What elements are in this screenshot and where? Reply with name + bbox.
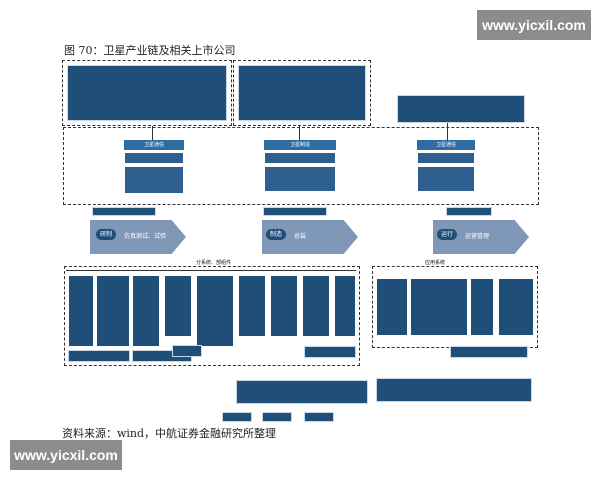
block-cell <box>124 166 184 194</box>
company-row <box>172 345 202 357</box>
stage-text-manufacture: 总装 <box>294 233 307 240</box>
company-row <box>450 346 528 358</box>
top-left-company-table <box>67 65 227 121</box>
top-middle-company-table <box>238 65 366 121</box>
stage-text-operation: 运营管理 <box>465 233 490 240</box>
connector-line <box>152 126 153 140</box>
application-column <box>498 278 534 336</box>
application-column <box>376 278 408 336</box>
bottom-company-table <box>376 378 532 402</box>
arrow-top-label-bar <box>92 207 156 216</box>
application-column <box>410 278 468 336</box>
subsystem-column <box>302 275 330 337</box>
satellite-system-container <box>63 127 539 205</box>
subsystem-column <box>164 275 192 337</box>
middle-block-center: 卫星制造 <box>264 140 336 194</box>
middle-block-right: 卫星通信 <box>417 140 475 194</box>
application-column <box>470 278 494 336</box>
block-cell <box>124 152 184 164</box>
subsystem-column <box>132 275 160 347</box>
arrow-top-label-bar <box>263 207 327 216</box>
subsystem-column <box>96 275 130 347</box>
top-middle-company-group <box>233 60 371 126</box>
top-left-company-group <box>62 60 232 126</box>
subsystem-column <box>238 275 266 337</box>
bottom-company-tag <box>304 412 334 422</box>
bottom-company-tag <box>222 412 252 422</box>
top-right-company-table <box>397 95 525 123</box>
middle-block-left-header: 卫星通信 <box>124 140 184 150</box>
middle-block-center-header: 卫星制造 <box>264 140 336 150</box>
bottom-company-table <box>236 380 368 404</box>
block-cell <box>417 166 475 192</box>
bottom-left-subsystem-container <box>64 266 360 366</box>
block-cell <box>417 152 475 164</box>
stage-text-research: 仿真测试、试验 <box>124 233 167 240</box>
bottom-right-group-label: 应用系统 <box>425 260 446 266</box>
arrow-top-label-bar <box>446 207 492 216</box>
bottom-left-group-label: 分系统、部组件 <box>196 260 232 266</box>
subsystem-column <box>68 275 94 347</box>
bottom-company-tag <box>262 412 292 422</box>
middle-block-right-header: 卫星通信 <box>417 140 475 150</box>
connector-line <box>447 123 448 140</box>
company-row <box>304 346 356 358</box>
subsystem-column <box>270 275 298 337</box>
middle-block-left: 卫星通信 <box>124 140 184 194</box>
subsystem-column <box>196 275 234 347</box>
bus-line <box>66 270 356 271</box>
block-cell <box>264 166 336 192</box>
stage-pill-manufacture: 制造 <box>266 229 286 240</box>
watermark-bottom: www.yicxil.com <box>10 440 122 470</box>
subsystem-column <box>334 275 356 337</box>
stage-pill-operation: 运行 <box>437 229 457 240</box>
watermark-top: www.yicxil.com <box>477 10 591 40</box>
figure-caption: 图 70：卫星产业链及相关上市公司 <box>64 44 236 57</box>
connector-line <box>299 126 300 140</box>
source-note: 资料来源：wind，中航证券金融研究所整理 <box>62 427 277 440</box>
block-cell <box>264 152 336 164</box>
stage-pill-research: 研制 <box>96 229 116 240</box>
company-row <box>68 350 130 362</box>
